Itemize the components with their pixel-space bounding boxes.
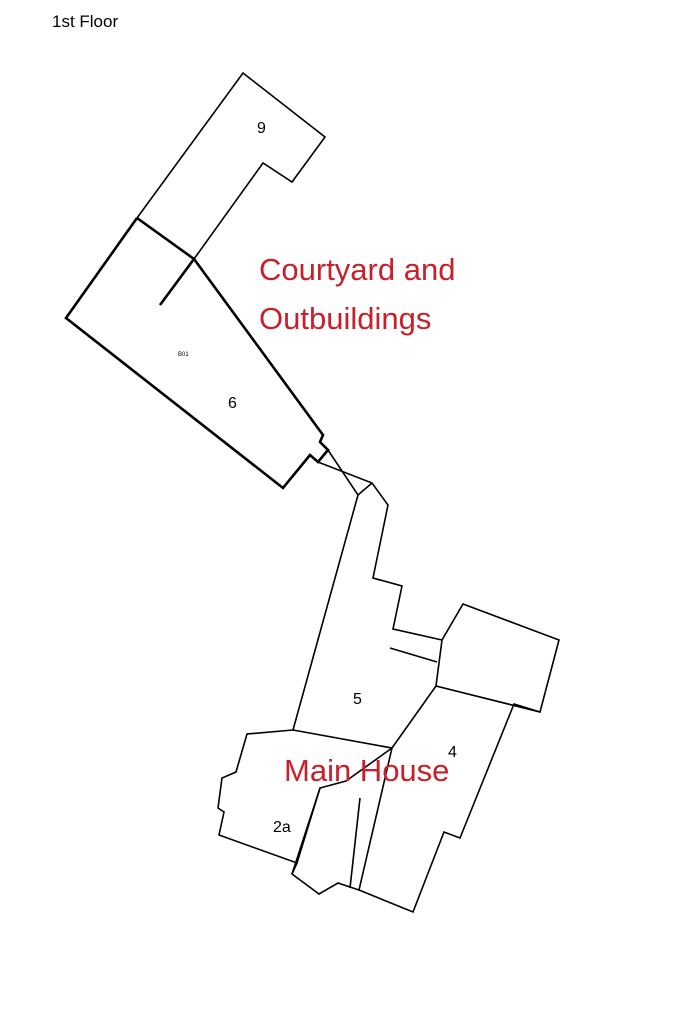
room-6-partition bbox=[136, 216, 195, 261]
floor-title: 1st Floor bbox=[52, 12, 119, 31]
courtyard-label-line2: Outbuildings bbox=[259, 301, 431, 336]
stair-hall-outline bbox=[291, 862, 360, 895]
room-6-outline bbox=[64, 217, 330, 490]
room-label-6: 6 bbox=[228, 395, 237, 412]
stair-divider-2 bbox=[291, 787, 321, 875]
link-outline bbox=[389, 647, 438, 663]
main-house-label: Main House bbox=[284, 753, 449, 788]
room-9-outline bbox=[136, 71, 327, 260]
room-5-outline bbox=[292, 685, 437, 749]
room-2a-outline bbox=[217, 729, 393, 865]
room-4-outline bbox=[358, 703, 541, 914]
room-label-2a: 2a bbox=[273, 819, 291, 836]
room-label-9: 9 bbox=[257, 120, 266, 137]
corridor-outline bbox=[317, 461, 443, 641]
corridor-partition bbox=[357, 482, 373, 496]
corridor-west-wall bbox=[292, 449, 359, 731]
courtyard-label-line1: Courtyard and bbox=[259, 252, 455, 287]
room-label-5: 5 bbox=[353, 691, 362, 708]
stair-divider bbox=[349, 797, 361, 889]
room-code-b01: B01 bbox=[178, 352, 189, 358]
annex-outline bbox=[435, 603, 560, 713]
room-label-4: 4 bbox=[448, 744, 457, 761]
